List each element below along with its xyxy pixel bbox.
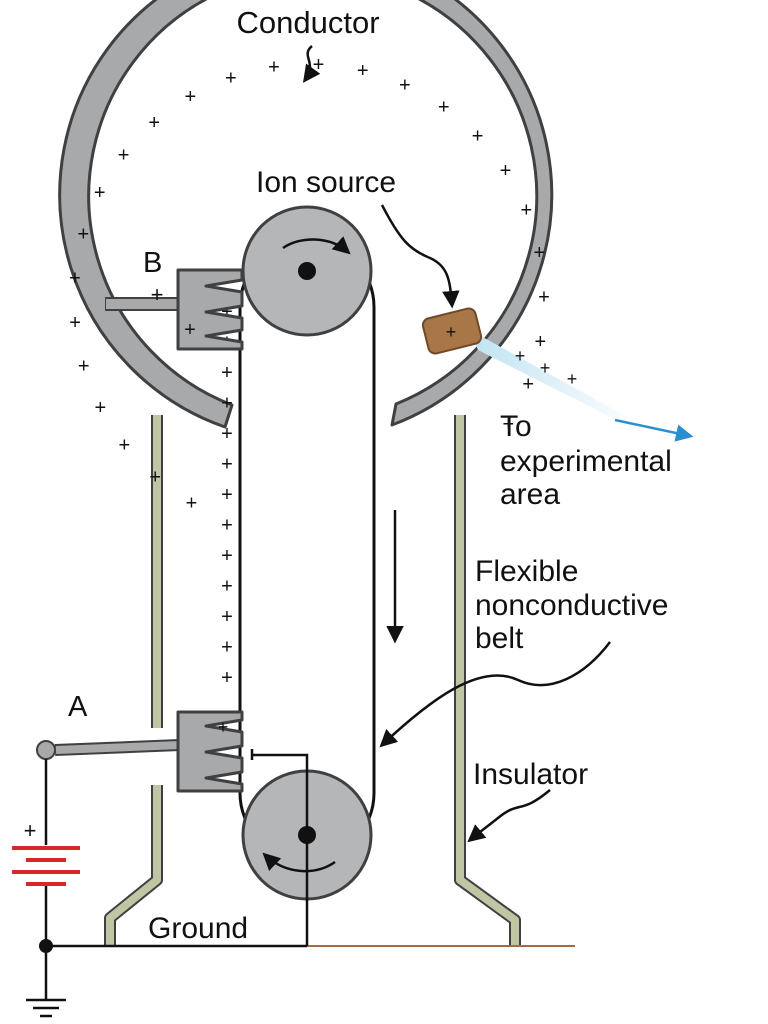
belt-plus-sign: + <box>221 362 233 384</box>
belt-charges: +++++++++++++ <box>221 301 233 689</box>
conductor-callout <box>302 45 321 83</box>
belt-label-line1: Flexible <box>475 555 578 588</box>
conductor-plus-sign: + <box>69 267 81 289</box>
conductor-plus-sign: + <box>77 224 89 246</box>
ion-beam-arrow <box>614 418 694 442</box>
experimental-area-label-line2: experimental <box>500 445 672 478</box>
comb-b <box>176 268 244 351</box>
belt-plus-sign: + <box>221 637 233 659</box>
comb-a-label: A <box>68 691 88 723</box>
conductor-plus-sign: + <box>502 414 514 436</box>
top-pulley-rotation-arrow <box>282 236 351 255</box>
conductor-plus-sign: + <box>225 67 237 89</box>
conductor-charges: + + + + + + + + + + + + + + + + + + + + + + + + + + <box>69 54 550 514</box>
conductor-plus-sign: + <box>522 374 534 396</box>
comb-b-plus: + <box>151 282 164 307</box>
ion-source-callout <box>380 204 460 309</box>
battery <box>12 846 80 886</box>
ion-beam-plus-2: + <box>540 358 551 378</box>
belt-label-line2: nonconductive <box>475 589 668 622</box>
conductor-plus-sign: + <box>399 75 411 97</box>
conductor-plus-sign: + <box>268 57 280 79</box>
comb-a-plus: + <box>218 717 229 737</box>
insulator-label: Insulator <box>473 758 588 791</box>
conductor-plus-sign: + <box>533 242 545 264</box>
belt-plus-sign: + <box>221 484 233 506</box>
belt-plus-sign: + <box>221 454 233 476</box>
terminal-a <box>36 740 56 760</box>
belt-plus-sign: + <box>221 667 233 689</box>
belt-plus-sign: + <box>221 576 233 598</box>
ground-wire-belt <box>250 749 309 946</box>
belt-plus-sign: + <box>221 301 233 323</box>
belt-plus-sign: + <box>221 545 233 567</box>
ground-label: Ground <box>148 912 248 945</box>
ion-source-plus: + <box>446 322 457 342</box>
belt-plus-sign: + <box>221 423 233 445</box>
ion-beam-plus-1: + <box>515 346 526 366</box>
conductor-plus-sign: + <box>69 312 81 334</box>
conductor-plus-sign: + <box>500 160 512 182</box>
conductor-plus-sign: + <box>119 435 131 457</box>
battery-plus: + <box>24 818 37 843</box>
belt-plus-sign: + <box>221 393 233 415</box>
ion-source <box>421 307 483 355</box>
comb-a-arm-fill <box>55 741 181 754</box>
conductor-plus-sign: + <box>118 145 130 167</box>
conductor-plus-sign: + <box>185 86 197 108</box>
ground-symbol-icon <box>26 998 66 1018</box>
conductor-plus-sign: + <box>520 199 532 221</box>
belt-plus-sign: + <box>221 515 233 537</box>
ion-source-label: Ion source <box>256 166 396 199</box>
ground-junction <box>39 939 53 953</box>
comb-b-tooth-plus: + <box>184 319 196 341</box>
belt-callout <box>379 641 611 748</box>
ion-beam <box>470 330 640 432</box>
conductor-plus-sign: + <box>538 286 550 308</box>
conductor-label: Conductor <box>236 5 379 40</box>
conductor-plus-sign: + <box>148 112 160 134</box>
conductor-plus-sign: + <box>438 96 450 118</box>
ion-beam-plus-3: + <box>567 369 578 389</box>
experimental-area-label-line3: area <box>500 478 560 511</box>
conductor-plus-sign: + <box>313 54 325 76</box>
conductor-dome <box>58 0 554 429</box>
conductor-plus-sign: + <box>472 125 484 147</box>
comb-b-label: B <box>143 247 162 279</box>
conductor-plus-sign: + <box>78 356 90 378</box>
belt-plus-sign: + <box>221 606 233 628</box>
conductor-plus-sign: + <box>357 60 369 82</box>
experimental-area-label-line1: To <box>500 410 532 443</box>
conductor-plus-sign: + <box>186 493 198 515</box>
conductor-plus-sign: + <box>94 397 106 419</box>
top-pulley-axle <box>298 262 316 280</box>
left-insulator <box>104 415 163 946</box>
insulator-callout <box>467 789 551 843</box>
belt-label-line3: belt <box>475 622 524 655</box>
right-insulator-fill <box>456 415 519 946</box>
left-insulator-fill <box>106 415 161 946</box>
conductor-plus-sign: + <box>534 331 546 353</box>
bottom-pulley-rotation-arrow <box>262 852 336 873</box>
comb-a <box>176 710 244 793</box>
conductor-plus-sign: + <box>149 467 161 489</box>
conductor-plus-sign: + <box>94 182 106 204</box>
